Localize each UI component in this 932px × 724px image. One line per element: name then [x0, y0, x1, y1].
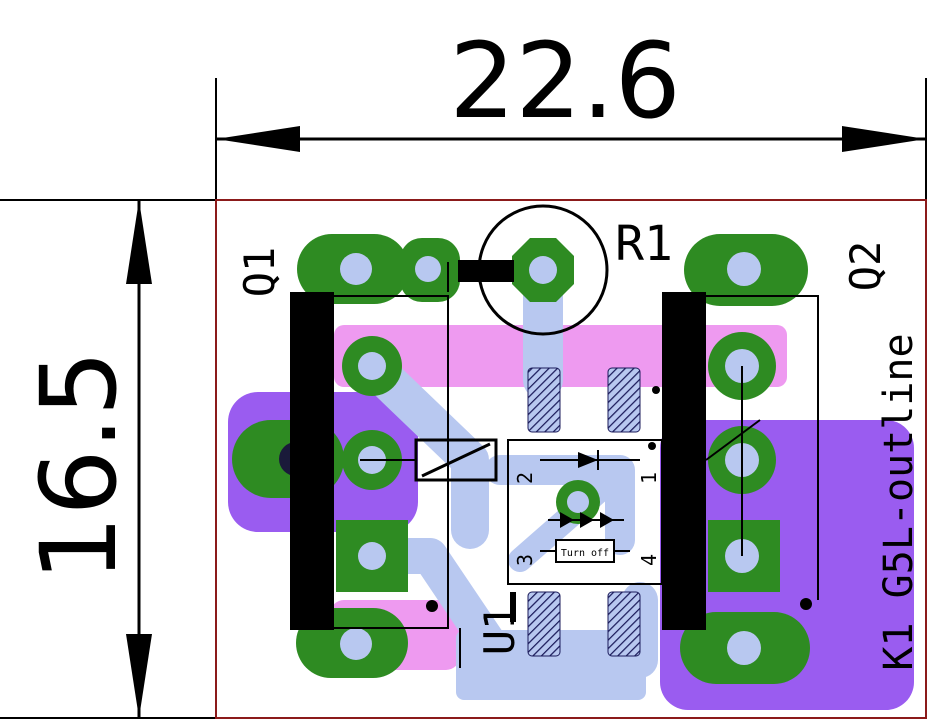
label-q2: Q2: [841, 241, 890, 292]
k1-outline-left: [334, 295, 449, 629]
trace-block: [456, 630, 646, 700]
u1-pin-4: 4: [637, 554, 661, 566]
u1-pin-3: 3: [513, 554, 537, 566]
q2-body: [662, 292, 706, 630]
label-k1: K1 G5L-outline: [876, 333, 922, 670]
arrow-left-icon: [216, 126, 300, 152]
arrow-up-icon: [126, 200, 152, 284]
dimension-height: 16.5: [0, 199, 216, 719]
smd-pad-4: [607, 591, 641, 657]
label-q1: Q1: [235, 247, 284, 298]
label-r1: R1: [615, 216, 673, 272]
r1-lead: [458, 260, 514, 282]
dimension-width: 22.6: [215, 20, 927, 200]
smd-pads-layer: [527, 367, 641, 657]
q1-body: [290, 292, 334, 630]
dimension-height-label: 16.5: [18, 350, 140, 582]
label-u1: U1: [475, 605, 524, 656]
k1-outline-right: [706, 295, 819, 600]
smd-pad-2: [607, 367, 641, 433]
u1-pin-1: 1: [637, 472, 661, 484]
dimension-width-label: 22.6: [449, 20, 681, 142]
smd-pad-3: [527, 591, 561, 657]
u1-turnoff-label: Turn off: [561, 548, 609, 559]
arrow-down-icon: [126, 634, 152, 718]
smd-pad-1: [527, 367, 561, 433]
u1-outline: [507, 439, 663, 585]
silkscreen-layer: [290, 204, 819, 668]
arrow-right-icon: [842, 126, 926, 152]
u1-pin-2: 2: [513, 472, 537, 484]
